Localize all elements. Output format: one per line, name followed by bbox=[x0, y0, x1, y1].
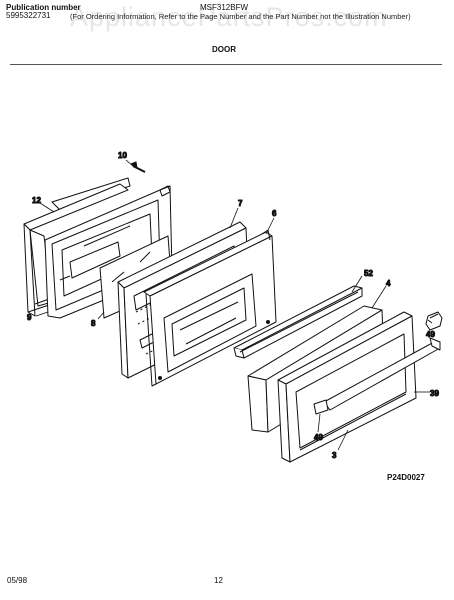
section-title: DOOR bbox=[212, 45, 236, 54]
door-screw bbox=[130, 161, 146, 173]
callout-49-left: 49 bbox=[314, 433, 323, 442]
callout-12: 12 bbox=[32, 196, 41, 205]
diagram-code: P24D0027 bbox=[387, 473, 425, 482]
publication-number: 5995322731 bbox=[6, 11, 51, 20]
handle-end-cap-right bbox=[425, 311, 443, 331]
page-number: 12 bbox=[214, 576, 223, 585]
callout-leaders bbox=[35, 159, 433, 451]
handle-end-cap-left bbox=[313, 399, 329, 415]
callout-49-right: 49 bbox=[426, 330, 435, 339]
model-number: MSF312BFW bbox=[200, 3, 249, 12]
callout-4: 4 bbox=[386, 279, 391, 288]
callout-3: 3 bbox=[332, 451, 337, 460]
callout-6: 6 bbox=[272, 209, 277, 218]
handle-rail bbox=[233, 285, 363, 359]
callout-52: 52 bbox=[364, 269, 373, 278]
ordering-note: (For Ordering Information, Refer to the … bbox=[70, 12, 411, 21]
callout-39: 39 bbox=[430, 389, 439, 398]
door-frame bbox=[143, 229, 277, 387]
callout-10: 10 bbox=[118, 151, 127, 160]
callout-labels: 10 12 7 6 9 8 52 4 49 39 49 3 bbox=[27, 151, 440, 461]
header-divider bbox=[10, 64, 442, 65]
callout-7: 7 bbox=[238, 199, 243, 208]
door-handle bbox=[323, 337, 441, 411]
footer-date: 05/98 bbox=[7, 576, 28, 585]
callout-8: 8 bbox=[91, 319, 96, 328]
callout-9: 9 bbox=[27, 313, 32, 322]
watermark: AppliancePartsPros.com bbox=[70, 2, 388, 32]
publication-label: Publication number bbox=[6, 3, 81, 12]
